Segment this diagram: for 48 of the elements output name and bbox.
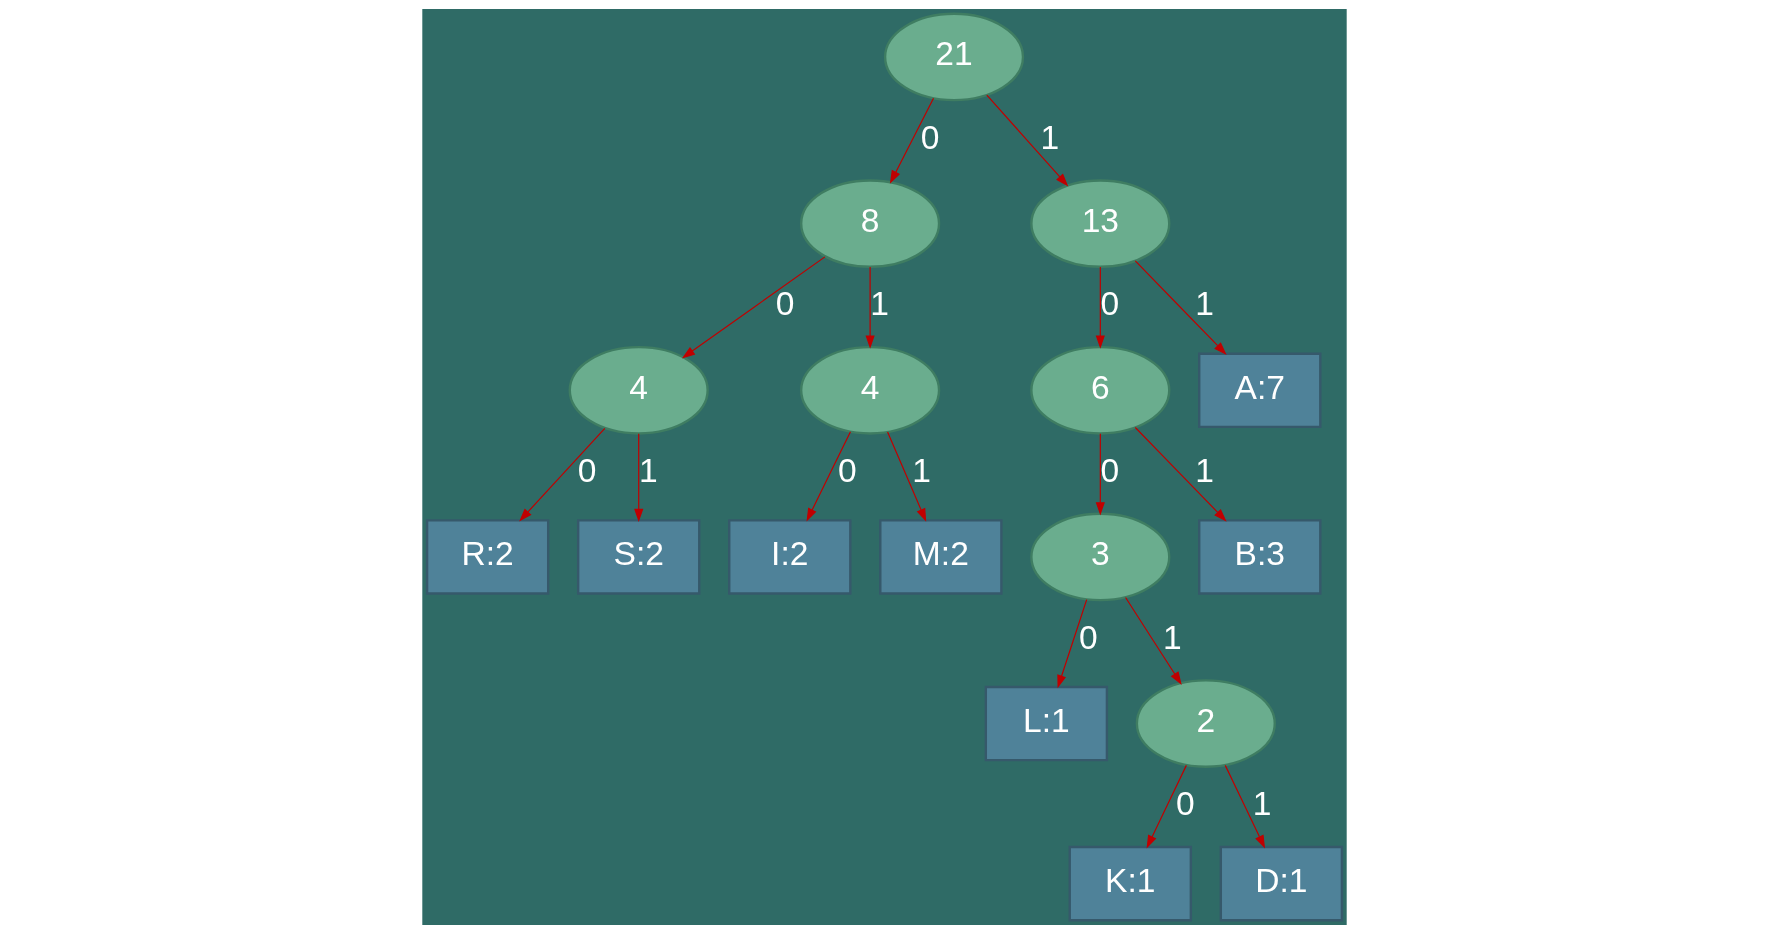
edge-label: 0	[775, 284, 794, 322]
arrow	[889, 97, 934, 184]
arrow	[1134, 426, 1227, 522]
node-box: I:2	[727, 518, 852, 595]
arrow	[1224, 764, 1265, 848]
edge-label: 1	[1194, 451, 1214, 489]
arrow	[1124, 596, 1182, 685]
edge-label: 1	[1252, 784, 1272, 822]
arrow	[1056, 598, 1087, 688]
arrow	[1095, 432, 1105, 515]
edge-label: 0	[1175, 784, 1195, 822]
arrow	[681, 255, 826, 358]
arrow	[865, 266, 875, 349]
edge-label: 1	[1040, 118, 1059, 156]
node-ellipse: 4	[799, 345, 940, 435]
arrow	[806, 430, 851, 521]
edge-label: 1	[1162, 618, 1182, 656]
arrow	[886, 430, 926, 522]
edge-label: 0	[1078, 618, 1098, 656]
node-ellipse: 6	[1029, 345, 1170, 435]
node-box: L:1	[984, 685, 1108, 761]
edge-label: 1	[869, 284, 889, 322]
node-ellipse: 8	[799, 178, 940, 268]
edge-label: 1	[911, 451, 931, 489]
edge-label: 0	[1100, 284, 1119, 322]
edge-label: 0	[837, 451, 857, 489]
arrow	[1095, 266, 1105, 349]
node-ellipse: 13	[1029, 178, 1170, 268]
edge-label: 0	[1100, 451, 1119, 489]
node-box: K:1	[1068, 845, 1192, 921]
arrow	[518, 427, 605, 521]
edge-label: 1	[638, 451, 658, 489]
arrow	[985, 93, 1068, 186]
edge-label: 0	[920, 118, 939, 156]
node-ellipse: 3	[1029, 512, 1170, 601]
node-ellipse: 2	[1135, 678, 1276, 768]
arrow	[1134, 259, 1227, 355]
node-box: A:7	[1197, 352, 1321, 428]
node-box: S:2	[576, 518, 700, 595]
node-box: M:2	[878, 518, 1003, 595]
edge-label: 0	[577, 451, 596, 489]
node-box: R:2	[425, 518, 549, 595]
node-ellipse: 21	[883, 12, 1024, 101]
edge-label: 1	[1194, 284, 1214, 322]
node-box: B:3	[1197, 518, 1321, 595]
node-box: D:1	[1219, 845, 1343, 921]
arrow	[633, 432, 643, 522]
arrow	[1146, 764, 1187, 848]
